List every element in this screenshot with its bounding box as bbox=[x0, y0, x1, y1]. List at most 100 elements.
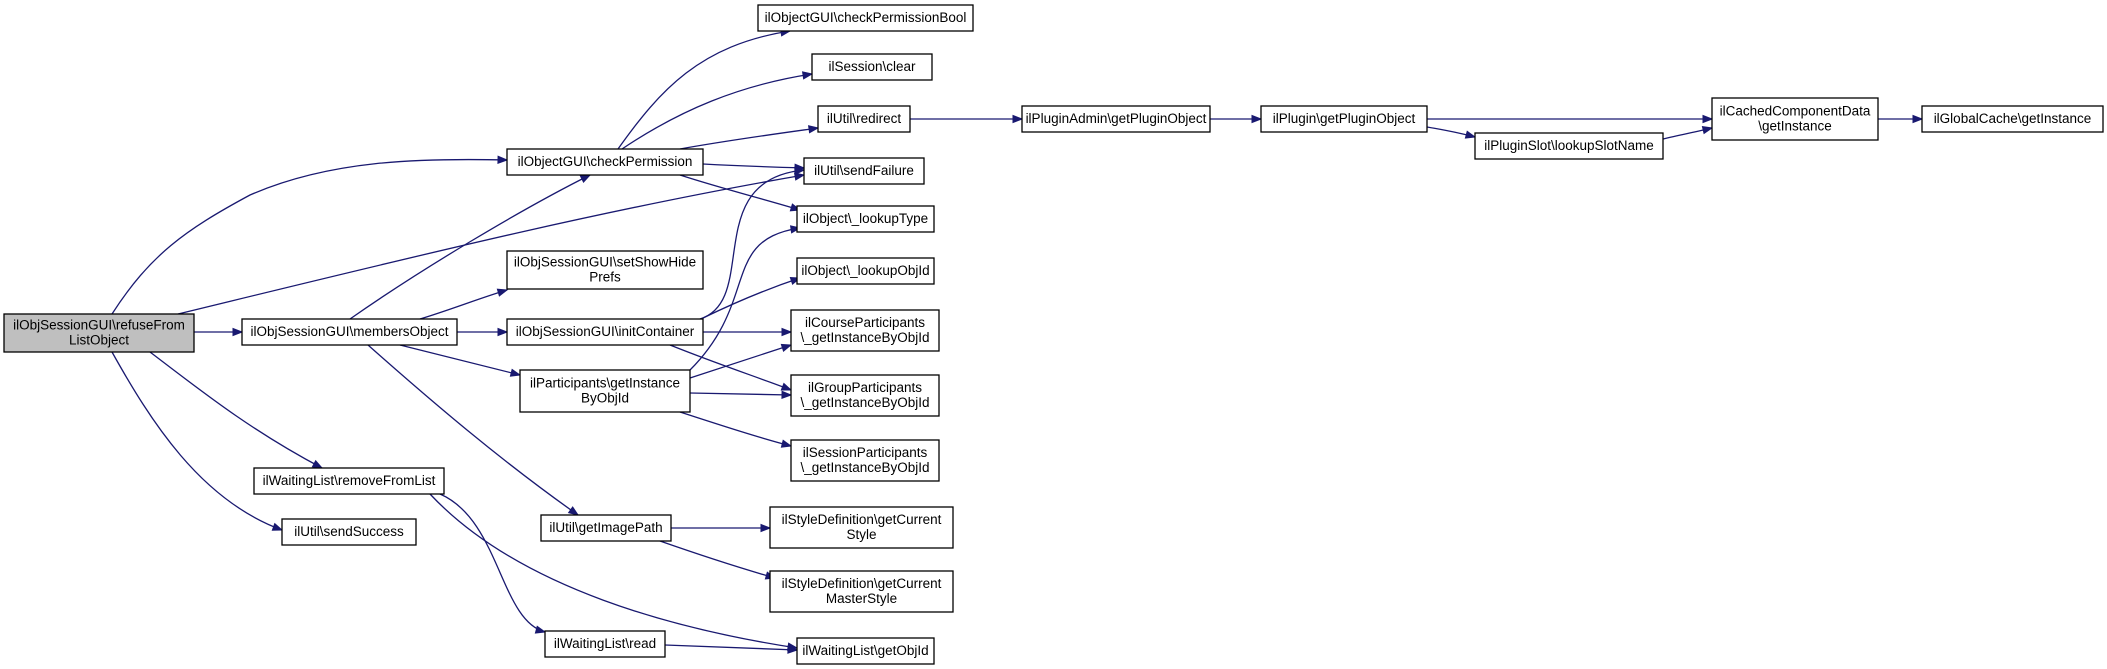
edge-arrowhead bbox=[793, 172, 806, 181]
edge-refuse-to-sendSuccess bbox=[111, 351, 284, 531]
node-label: ilUtil\getImagePath bbox=[549, 520, 662, 535]
node-label: ilWaitingList\getObjId bbox=[802, 643, 928, 658]
node-sendFailure[interactable]: ilUtil\sendFailure bbox=[803, 157, 925, 185]
edge-line bbox=[429, 493, 798, 649]
node-label: \getInstance bbox=[1758, 119, 1832, 134]
node-label: ilObjSessionGUI\membersObject bbox=[250, 324, 448, 339]
node-pluginSlot[interactable]: ilPluginSlot\lookupSlotName bbox=[1474, 132, 1664, 160]
node-redirect[interactable]: ilUtil\redirect bbox=[817, 105, 911, 133]
node-box bbox=[796, 257, 935, 285]
node-checkPermission[interactable]: ilObjectGUI\checkPermission bbox=[506, 148, 704, 176]
node-globalCache[interactable]: ilGlobalCache\getInstance bbox=[1921, 105, 2104, 133]
edge-initContainer-to-groupParticipants bbox=[669, 344, 793, 391]
edge-arrowhead bbox=[579, 174, 592, 184]
edge-getImagePath-to-styleMaster bbox=[659, 540, 777, 580]
node-waitingGetObjId[interactable]: ilWaitingList\getObjId bbox=[796, 637, 935, 665]
node-box bbox=[757, 4, 974, 32]
node-label: ilStyleDefinition\getCurrent bbox=[782, 512, 942, 527]
node-box bbox=[281, 518, 417, 546]
edge-line bbox=[689, 227, 801, 371]
edge-arrowhead bbox=[781, 327, 793, 337]
node-membersObject[interactable]: ilObjSessionGUI\membersObject bbox=[241, 318, 458, 346]
node-label: ilObjectGUI\checkPermission bbox=[518, 154, 693, 169]
edge-arrowhead bbox=[1702, 114, 1714, 124]
node-sessionClear[interactable]: ilSession\clear bbox=[811, 53, 933, 81]
edge-initContainer-to-lookupObjId bbox=[702, 276, 802, 319]
node-label: ilObject\_lookupObjId bbox=[801, 263, 929, 278]
edge-checkPermission-to-redirect bbox=[679, 125, 820, 150]
edge-line bbox=[439, 493, 546, 633]
edge-arrowhead bbox=[497, 155, 509, 165]
edge-cachedComponent-to-globalCache bbox=[1878, 114, 1924, 124]
edge-membersObject-to-participantsGetInstance bbox=[399, 344, 522, 377]
edge-line bbox=[177, 174, 805, 315]
edge-removeFromList-to-waitingRead bbox=[439, 493, 547, 634]
edge-getImagePath-to-styleCurrent bbox=[671, 523, 772, 533]
edge-line bbox=[664, 644, 798, 651]
node-box bbox=[769, 506, 954, 549]
edge-arrowhead bbox=[801, 71, 814, 80]
node-cachedComponent[interactable]: ilCachedComponentData\getInstance bbox=[1711, 97, 1879, 141]
node-checkPermissionBool[interactable]: ilObjectGUI\checkPermissionBool bbox=[757, 4, 974, 32]
node-box bbox=[1474, 132, 1664, 160]
node-label: ListObject bbox=[69, 333, 129, 348]
node-box bbox=[796, 205, 935, 233]
edge-arrowhead bbox=[534, 625, 547, 634]
node-sendSuccess[interactable]: ilUtil\sendSuccess bbox=[281, 518, 417, 546]
node-pluginAdmin[interactable]: ilPluginAdmin\getPluginObject bbox=[1021, 105, 1211, 133]
edge-pluginSlot-to-cachedComponent bbox=[1662, 126, 1714, 140]
node-groupParticipants[interactable]: ilGroupParticipants\_getInstanceByObjId bbox=[790, 374, 940, 417]
node-sessionParticipants[interactable]: ilSessionParticipants\_getInstanceByObjI… bbox=[790, 439, 940, 482]
node-box bbox=[769, 570, 954, 613]
node-label: ilGroupParticipants bbox=[808, 380, 922, 395]
edge-line bbox=[111, 351, 283, 531]
edge-line bbox=[689, 392, 792, 396]
node-box bbox=[540, 514, 672, 542]
node-label: ilPluginAdmin\getPluginObject bbox=[1026, 111, 1207, 126]
node-lookupType[interactable]: ilObject\_lookupType bbox=[796, 205, 935, 233]
node-label: ilSessionParticipants bbox=[803, 445, 928, 460]
edge-arrowhead bbox=[780, 382, 793, 391]
edge-waitingRead-to-waitingGetObjId bbox=[664, 644, 799, 654]
node-box bbox=[796, 637, 935, 665]
node-courseParticipants[interactable]: ilCourseParticipants\_getInstanceByObjId bbox=[790, 309, 940, 352]
edge-checkPermission-to-sessionClear bbox=[621, 71, 814, 150]
edge-line bbox=[669, 344, 792, 391]
node-box bbox=[790, 439, 940, 482]
node-removeFromList[interactable]: ilWaitingList\removeFromList bbox=[253, 467, 445, 495]
edge-checkPermission-to-lookupType bbox=[679, 174, 802, 212]
edge-line bbox=[689, 344, 792, 379]
node-initContainer[interactable]: ilObjSessionGUI\initContainer bbox=[506, 318, 704, 346]
node-label: \_getInstanceByObjId bbox=[800, 395, 929, 410]
node-label: ilCachedComponentData bbox=[1720, 104, 1871, 119]
node-waitingRead[interactable]: ilWaitingList\read bbox=[544, 630, 666, 658]
edge-membersObject-to-setShowHidePrefs bbox=[419, 288, 509, 320]
edge-participantsGetInstance-to-courseParticipants bbox=[689, 343, 793, 379]
node-box bbox=[1711, 97, 1879, 141]
edge-arrowhead bbox=[1701, 126, 1714, 135]
edge-arrowhead bbox=[567, 506, 580, 516]
edge-arrowhead bbox=[1912, 114, 1924, 124]
node-label: ByObjId bbox=[581, 391, 629, 406]
node-participantsGetInstance[interactable]: ilParticipants\getInstanceByObjId bbox=[519, 369, 691, 413]
edge-line bbox=[702, 163, 805, 169]
edge-membersObject-to-getImagePath bbox=[367, 344, 580, 516]
edge-refuse-to-membersObject bbox=[194, 327, 244, 337]
node-box bbox=[817, 105, 911, 133]
edge-line bbox=[149, 351, 323, 469]
node-getImagePath[interactable]: ilUtil\getImagePath bbox=[540, 514, 672, 542]
node-lookupObjId[interactable]: ilObject\_lookupObjId bbox=[796, 257, 935, 285]
node-pluginGetObject[interactable]: ilPlugin\getPluginObject bbox=[1260, 105, 1428, 133]
node-box bbox=[811, 53, 933, 81]
edge-line bbox=[621, 73, 813, 150]
edge-arrowhead bbox=[496, 288, 509, 297]
node-label: ilUtil\sendSuccess bbox=[294, 524, 404, 539]
edge-line bbox=[399, 344, 521, 376]
edge-refuse-to-sendFailure bbox=[177, 172, 806, 315]
edge-line bbox=[699, 169, 805, 320]
